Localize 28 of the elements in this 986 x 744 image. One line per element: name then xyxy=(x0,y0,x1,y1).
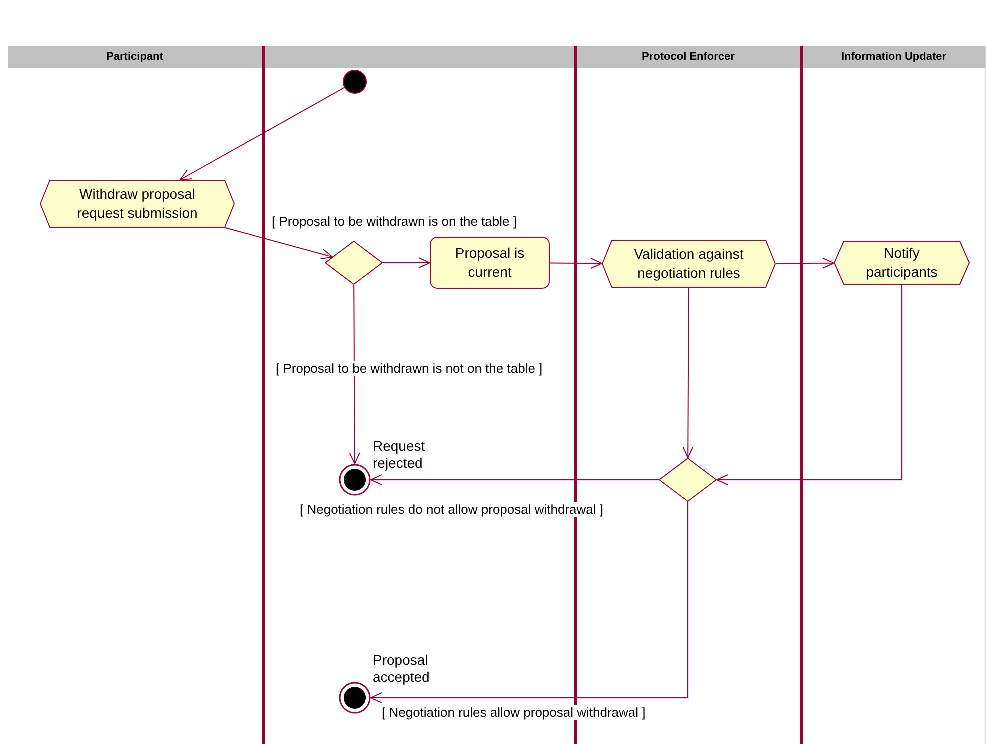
swimlane xyxy=(8,46,265,744)
arrow xyxy=(776,258,834,269)
arrow xyxy=(682,288,694,459)
guard-label: [ Proposal to be withdrawn is not on the table ] xyxy=(276,361,543,376)
arrow xyxy=(716,284,902,486)
arrow xyxy=(550,258,602,269)
arrow xyxy=(225,228,334,260)
swimlane xyxy=(803,46,986,744)
decision-diamond xyxy=(659,458,717,502)
arrow xyxy=(382,258,430,268)
initial-node xyxy=(343,70,367,94)
activity-box: Withdraw proposal request submission xyxy=(40,180,235,228)
activity-box: Notify participants xyxy=(834,241,970,285)
arrow xyxy=(180,87,346,180)
arrow xyxy=(370,474,660,486)
lane-header: Participant xyxy=(8,46,262,68)
guard-label: [ Proposal to be withdrawn is on the table ] xyxy=(272,214,517,229)
node-caption: Request rejected xyxy=(373,438,426,472)
arrow xyxy=(370,502,688,704)
action-box: Proposal is current xyxy=(430,237,550,289)
arrow xyxy=(349,284,360,464)
guard-label: [ Negotiation rules allow proposal withdrawal ] xyxy=(382,705,646,720)
guard-label: [ Negotiation rules do not allow proposal withdrawal ] xyxy=(300,502,604,517)
lane-header: Information Updater xyxy=(803,46,985,68)
decision-diamond xyxy=(325,241,383,285)
activity-box: Validation against negotiation rules xyxy=(602,240,776,288)
node-caption: Proposal accepted xyxy=(373,652,431,686)
lane-header: Protocol Enforcer xyxy=(577,46,800,68)
